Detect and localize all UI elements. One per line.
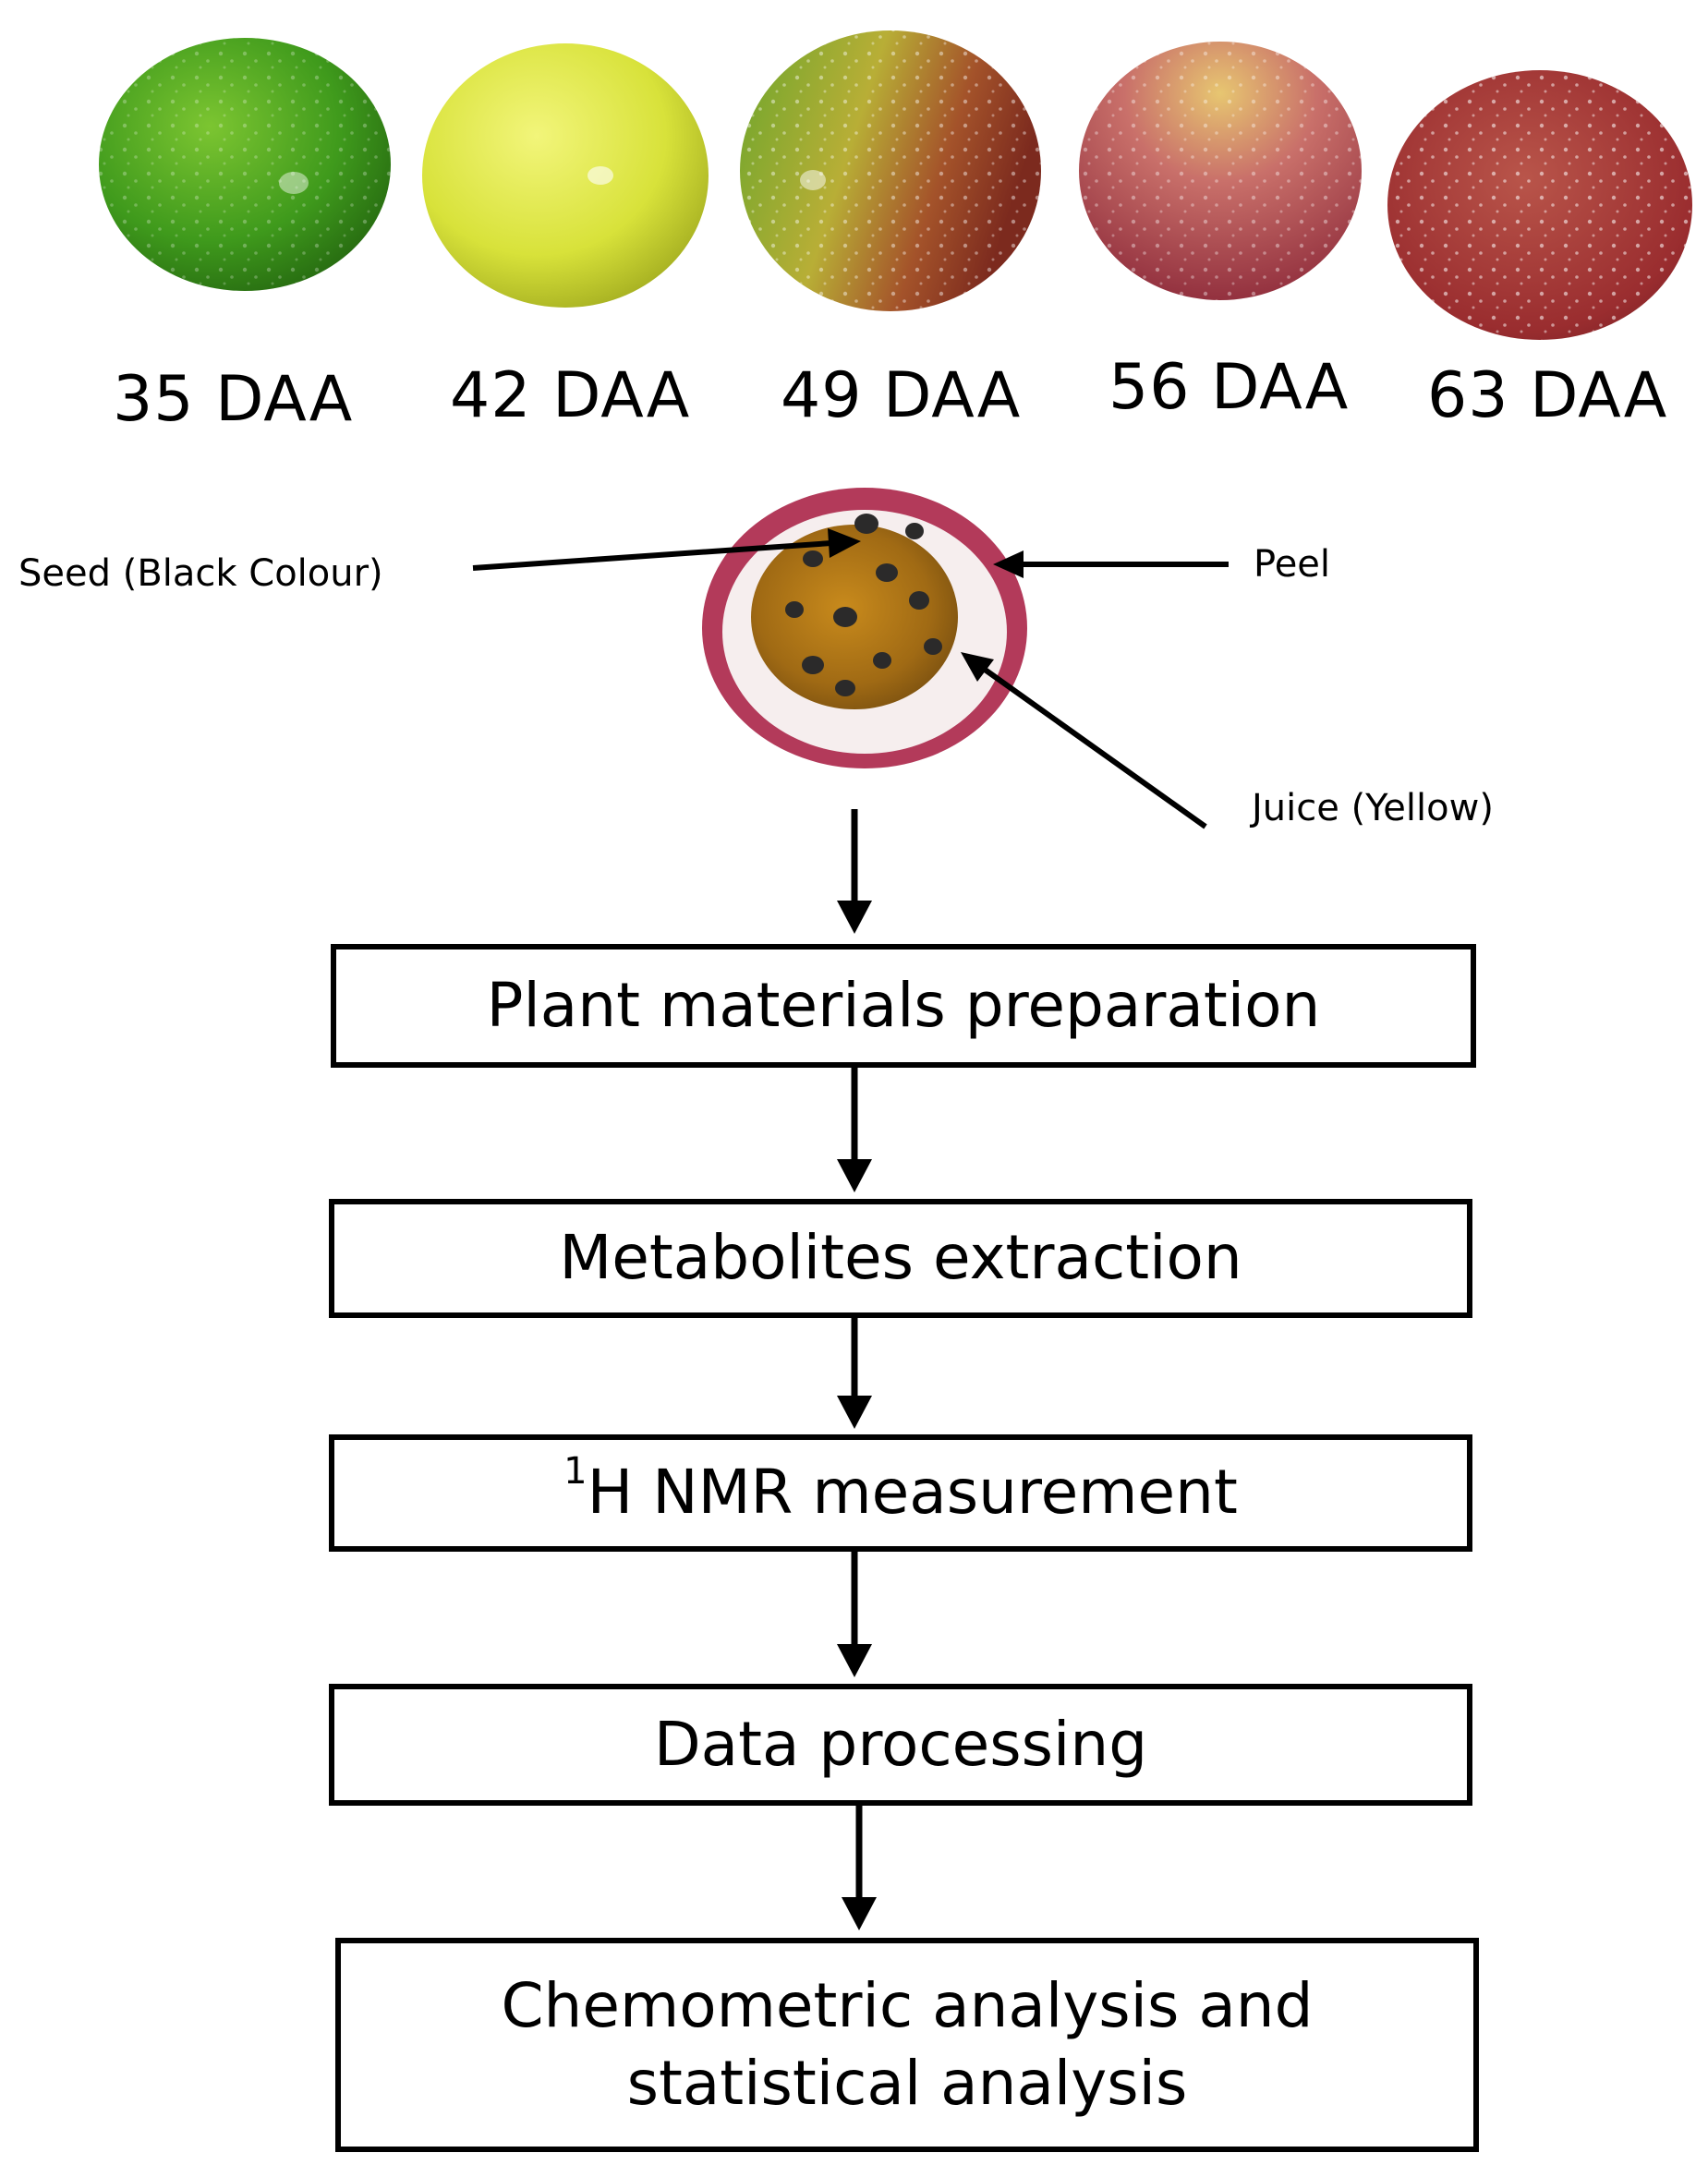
step-plant-materials-preparation: Plant materials preparation bbox=[331, 944, 1476, 1068]
stage-label-35-daa: 35 DAA bbox=[113, 363, 354, 436]
fruit-35-daa bbox=[99, 38, 391, 291]
step-metabolites-extraction: Metabolites extraction bbox=[329, 1199, 1472, 1318]
step-4-text: Data processing bbox=[653, 1708, 1148, 1780]
juice-label: Juice (Yellow) bbox=[1252, 787, 1494, 829]
step-data-processing: Data processing bbox=[329, 1684, 1472, 1806]
fruit-cross-section bbox=[702, 488, 1027, 768]
step-5-line-2: statistical analysis bbox=[626, 2048, 1188, 2119]
step-1-text: Plant materials preparation bbox=[486, 969, 1321, 1041]
fruit-42-daa bbox=[422, 43, 709, 308]
step-3-main: H NMR measurement bbox=[587, 1457, 1238, 1529]
peel-label: Peel bbox=[1254, 543, 1331, 586]
step-2-text: Metabolites extraction bbox=[559, 1222, 1242, 1294]
stage-label-63-daa: 63 DAA bbox=[1427, 359, 1668, 432]
fruit-63-daa bbox=[1387, 70, 1692, 340]
annotation-arrows bbox=[472, 528, 1229, 829]
step-3-text: 1H NMR measurement bbox=[563, 1450, 1238, 1531]
stage-label-42-daa: 42 DAA bbox=[450, 359, 691, 432]
stage-label-56-daa: 56 DAA bbox=[1108, 351, 1350, 424]
superscript-1: 1 bbox=[563, 1450, 588, 1494]
fruit-49-daa bbox=[740, 30, 1041, 311]
step-5-text: Chemometric analysis and statistical ana… bbox=[501, 1967, 1313, 2123]
seed-label: Seed (Black Colour) bbox=[18, 552, 383, 595]
step-5-line-1: Chemometric analysis and bbox=[501, 1969, 1314, 2041]
step-1h-nmr-measurement: 1H NMR measurement bbox=[329, 1434, 1472, 1552]
fruit-56-daa bbox=[1079, 42, 1362, 300]
stage-label-49-daa: 49 DAA bbox=[781, 359, 1022, 432]
flow-arrows bbox=[837, 809, 877, 1930]
step-chemometric-analysis: Chemometric analysis and statistical ana… bbox=[335, 1938, 1479, 2152]
